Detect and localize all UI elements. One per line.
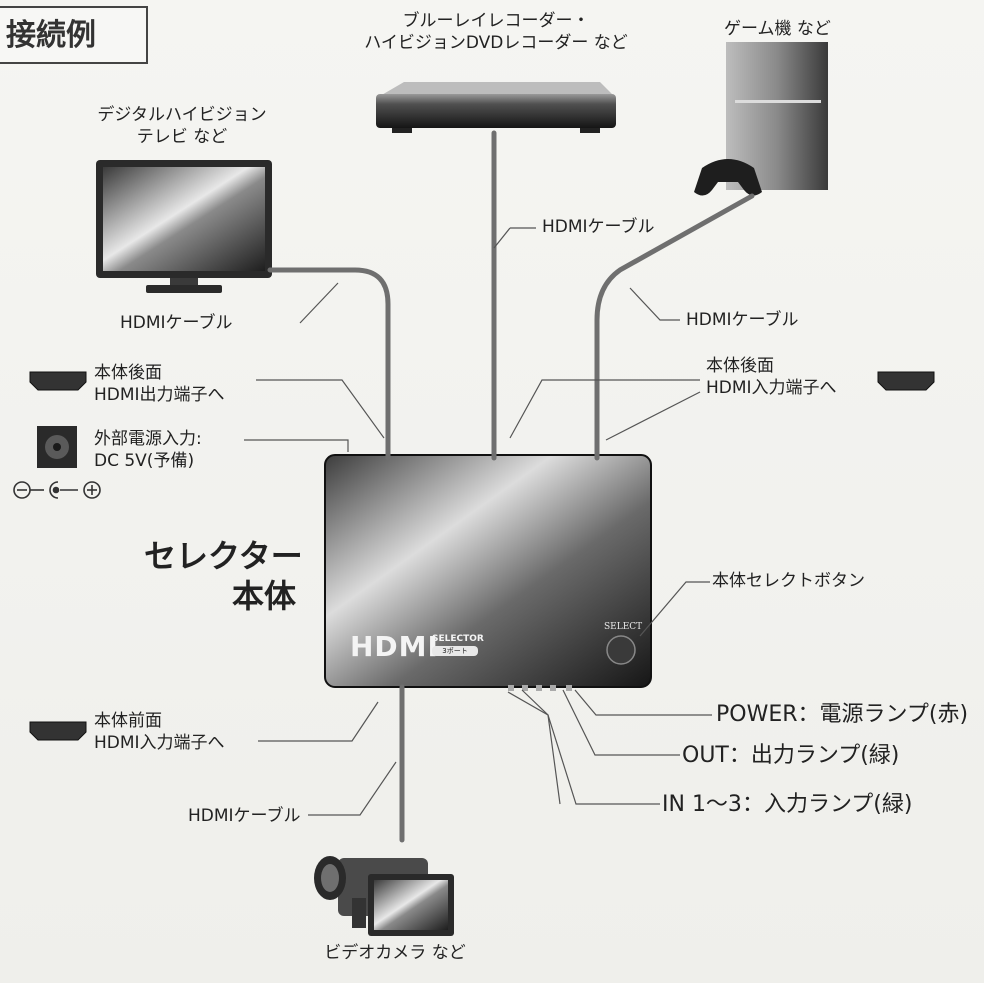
lamp-power-code: POWER xyxy=(716,702,798,727)
hdmi-cables xyxy=(267,130,755,843)
lamp-power: POWER：電源ランプ(赤) xyxy=(716,702,968,728)
polarity-icon xyxy=(13,481,101,499)
lamp-out-code: OUT xyxy=(682,743,729,768)
rear-in-line1: 本体後面 xyxy=(706,356,774,376)
lamp-out: OUT：出力ランプ(緑) xyxy=(682,743,899,769)
lamp-in: IN 1〜3：入力ランプ(緑) xyxy=(662,792,912,818)
select-text: SELECT xyxy=(604,622,643,632)
rear-out-line2: HDMI出力端子へ xyxy=(94,385,225,405)
tv-icon xyxy=(96,160,272,293)
front-in-line2: HDMI入力端子へ xyxy=(94,733,225,753)
selector-logo-sub2: 3ポート xyxy=(432,646,478,656)
selector-logo-sub: SELECTOR xyxy=(432,634,484,644)
tv-label-line2: テレビ など xyxy=(136,127,228,147)
cable-label-bottom: HDMIケーブル xyxy=(188,806,301,826)
power-input-line2: DC 5V(予備) xyxy=(94,451,195,471)
tv-label: デジタルハイビジョン テレビ など xyxy=(62,104,302,148)
select-button-label: 本体セレクトボタン xyxy=(712,571,865,591)
front-in-line1: 本体前面 xyxy=(94,711,162,731)
game-label: ゲーム機 など xyxy=(724,19,831,39)
power-input-line1: 外部電源入力: xyxy=(94,429,202,449)
rear-in-line2: HDMI入力端子へ xyxy=(706,378,837,398)
camera-label: ビデオカメラ など xyxy=(324,943,466,963)
cable-label-right: HDMIケーブル xyxy=(686,310,799,330)
rear-out-label: 本体後面 HDMI出力端子へ xyxy=(94,362,225,406)
game-console-icon xyxy=(694,42,828,196)
front-in-label: 本体前面 HDMI入力端子へ xyxy=(94,710,225,754)
lamp-in-code: IN 1〜3 xyxy=(662,792,742,817)
bluray-label: ブルーレイレコーダー・ ハイビジョンDVDレコーダー など xyxy=(318,10,674,54)
selector-label-line2: 本体 xyxy=(232,577,297,615)
lamp-out-desc: ：出力ランプ(緑) xyxy=(728,743,900,768)
page-title: 接続例 xyxy=(0,6,148,64)
tv-label-line1: デジタルハイビジョン xyxy=(97,105,267,125)
lamp-power-desc: ：電源ランプ(赤) xyxy=(797,702,969,727)
hdmi-logo: HDMI xyxy=(350,630,439,663)
recorder-icon xyxy=(376,82,616,133)
camera-icon xyxy=(314,856,454,936)
cable-label-top: HDMIケーブル xyxy=(542,217,655,237)
cable-label-left: HDMIケーブル xyxy=(120,313,233,333)
rear-in-label: 本体後面 HDMI入力端子へ xyxy=(706,355,837,399)
selector-label-line1: セレクター xyxy=(144,537,303,575)
dc-jack-icon xyxy=(37,426,77,468)
bluray-label-line2: ハイビジョンDVDレコーダー など xyxy=(364,33,628,53)
lamp-in-desc: ：入力ランプ(緑) xyxy=(741,792,913,817)
power-input-label: 外部電源入力: DC 5V(予備) xyxy=(94,428,202,472)
rear-out-line1: 本体後面 xyxy=(94,363,162,383)
leader-lines xyxy=(244,227,712,816)
bluray-label-line1: ブルーレイレコーダー・ xyxy=(402,11,590,31)
